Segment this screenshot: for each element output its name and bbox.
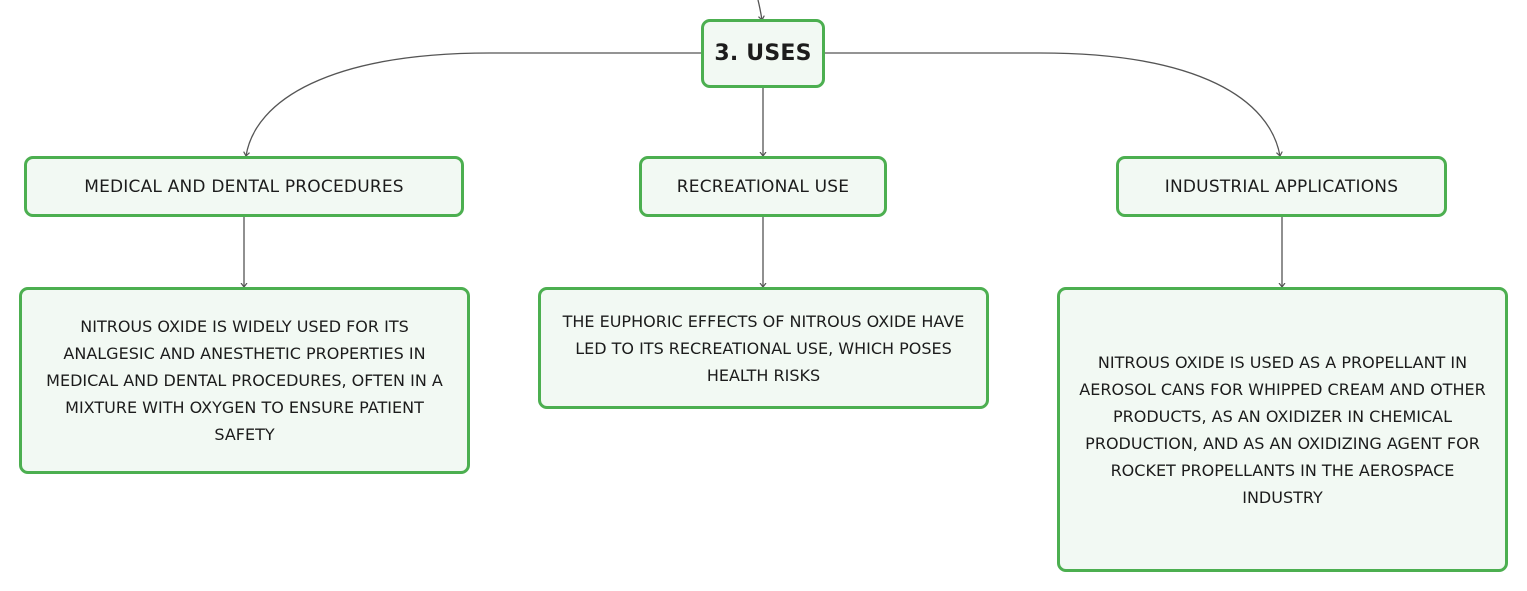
branch-node-recreational[interactable]: RECREATIONAL USE: [639, 156, 887, 217]
connector-parent-to-root: [757, 0, 762, 20]
root-node-label: 3. USES: [714, 41, 812, 66]
root-node[interactable]: 3. USES: [701, 19, 825, 88]
detail-node-recreational[interactable]: THE EUPHORIC EFFECTS OF NITROUS OXIDE HA…: [538, 287, 989, 409]
branch-node-medical-label: MEDICAL AND DENTAL PROCEDURES: [84, 176, 404, 197]
detail-node-industrial[interactable]: NITROUS OXIDE IS USED AS A PROPELLANT IN…: [1057, 287, 1508, 572]
connector-root-to-industrial: [824, 52, 1280, 156]
branch-node-industrial[interactable]: INDUSTRIAL APPLICATIONS: [1116, 156, 1447, 217]
branch-node-medical[interactable]: MEDICAL AND DENTAL PROCEDURES: [24, 156, 464, 217]
detail-node-recreational-text: THE EUPHORIC EFFECTS OF NITROUS OXIDE HA…: [562, 311, 965, 385]
detail-node-industrial-text: NITROUS OXIDE IS USED AS A PROPELLANT IN…: [1079, 352, 1486, 507]
connector-root-to-medical: [246, 52, 702, 156]
detail-node-medical[interactable]: NITROUS OXIDE IS WIDELY USED FOR ITS ANA…: [19, 287, 470, 474]
branch-node-recreational-label: RECREATIONAL USE: [676, 176, 850, 197]
detail-node-medical-text: NITROUS OXIDE IS WIDELY USED FOR ITS ANA…: [46, 317, 443, 444]
branch-node-industrial-label: INDUSTRIAL APPLICATIONS: [1164, 176, 1399, 197]
